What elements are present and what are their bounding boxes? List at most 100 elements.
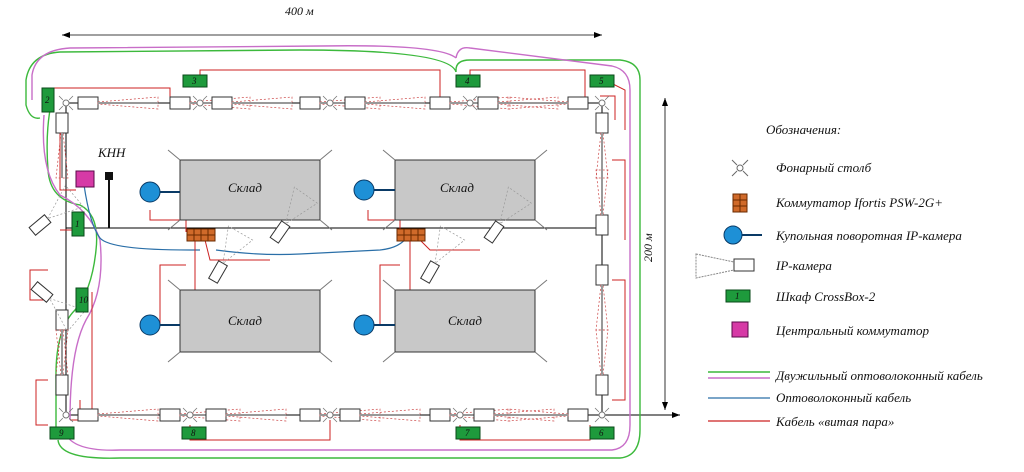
ip-camera	[419, 225, 466, 284]
knn-box	[105, 172, 113, 180]
height-label: 200 м	[641, 233, 655, 262]
crossbox-cabinets: 2 3 4 5 1 10 9 8 7 6	[41, 74, 615, 440]
ip-camera	[344, 96, 426, 110]
legend-label: Коммутатор Ifortis PSW-2G+	[775, 195, 943, 210]
warehouse-2: Склад	[382, 149, 548, 231]
ip-camera	[30, 281, 87, 333]
warehouse-label: Склад	[448, 313, 482, 328]
legend-label: Оптоволоконный кабель	[776, 390, 911, 405]
central-switch-icon	[731, 321, 749, 338]
lamp-posts	[58, 95, 610, 423]
lamp-post-icon	[462, 95, 478, 111]
crossbox-cabinet: 6	[589, 426, 615, 440]
twisted-pair-cables	[29, 69, 626, 441]
legend-label: Фонарный столб	[776, 160, 872, 175]
height-dimension: 200 м	[641, 98, 668, 410]
ip-camera	[595, 264, 609, 331]
legend-label: Шкаф CrossBox-2	[775, 289, 876, 304]
lamp-post-icon	[58, 95, 74, 111]
legend-label: Купольная поворотная IP-камера	[775, 228, 962, 243]
cabinet-number: 4	[465, 76, 470, 86]
central-switch-group: КНН	[75, 145, 126, 228]
legend-item-central: Центральный коммутатор	[731, 321, 929, 338]
crossbox-cabinet: 5	[589, 74, 615, 88]
dome-cameras	[139, 179, 395, 336]
lamp-post-icon	[322, 95, 338, 111]
legend-label: Двужильный оптоволоконный кабель	[774, 368, 983, 383]
ip-camera-icon	[695, 253, 755, 279]
ip-camera	[207, 225, 254, 284]
crossbox-cabinet: 3	[182, 74, 208, 88]
cabinet-number: 7	[465, 428, 470, 438]
lamp-post-icon	[58, 407, 74, 423]
crossbox-cabinet: 1	[71, 211, 85, 237]
ip-camera	[595, 329, 609, 396]
ip-camera	[339, 408, 421, 422]
width-dimension: 400 м	[62, 4, 602, 38]
legend-item-dome: Купольная поворотная IP-камера	[723, 225, 962, 245]
crossbox-icon	[725, 289, 751, 303]
legend-item-crossbox: 1 Шкаф CrossBox-2	[725, 289, 876, 304]
legend-item-fiber2: Двужильный оптоволоконный кабель	[708, 368, 983, 383]
fiber-twin-cable	[25, 49, 641, 459]
warehouses: Склад Склад Склад Склад	[167, 149, 548, 363]
dome-camera-icon	[723, 225, 762, 245]
ip-camera	[483, 186, 532, 244]
ip-camera	[77, 96, 159, 110]
warehouse-1: Склад	[167, 149, 333, 231]
legend-item-ipcam: IP-камера	[695, 253, 832, 279]
lamp-post-icon	[452, 407, 468, 423]
perimeter-fence	[65, 102, 680, 416]
warehouse-4: Склад	[382, 279, 548, 363]
ip-camera	[55, 112, 69, 179]
lamp-post-icon	[594, 95, 610, 111]
ip-camera	[507, 408, 589, 422]
legend-label: Центральный коммутатор	[775, 323, 929, 338]
knn-label: КНН	[97, 145, 126, 160]
ip-camera	[205, 408, 287, 422]
ip-camera	[28, 184, 85, 236]
legend-label: IP-камера	[775, 258, 832, 273]
ifortis-switch	[396, 228, 426, 242]
lamp-post-icon	[192, 95, 208, 111]
lamp-icon	[731, 159, 749, 177]
ip-camera	[595, 169, 609, 236]
ip-camera	[595, 112, 609, 179]
crossbox-cabinet: 4	[455, 74, 481, 88]
cabinet-number: 6	[599, 428, 604, 438]
ip-camera	[211, 96, 293, 110]
crossbox-badge: 1	[735, 291, 740, 301]
warehouse-label: Склад	[228, 313, 262, 328]
lamp-post-icon	[594, 407, 610, 423]
lamp-post-icon	[322, 407, 338, 423]
perimeter-ip-cameras	[28, 96, 609, 422]
crossbox-cabinet: 2	[41, 87, 55, 113]
legend-item-fiber: Оптоволоконный кабель	[708, 390, 911, 405]
dome-camera	[139, 181, 180, 203]
cabinet-number: 10	[79, 295, 89, 305]
legend-item-switch: Коммутатор Ifortis PSW-2G+	[732, 193, 943, 213]
bottom-arrow	[672, 412, 680, 418]
legend-item-utp: Кабель «витая пара»	[708, 414, 894, 429]
cabinet-number: 9	[59, 428, 64, 438]
fiber-blue-cable	[83, 184, 409, 256]
ip-camera	[507, 96, 589, 110]
legend-label: Кабель «витая пара»	[775, 414, 894, 429]
cabinet-number: 1	[75, 219, 80, 229]
lamp-post-icon	[182, 407, 198, 423]
fiber-pink-cable	[31, 45, 631, 451]
crossbox-cabinet: 8	[181, 426, 207, 440]
warehouse-3: Склад	[167, 279, 333, 363]
cabinet-number: 5	[599, 76, 604, 86]
dome-camera	[139, 314, 180, 336]
dome-camera	[353, 179, 395, 201]
ifortis-switch	[186, 228, 216, 242]
legend-item-lamp: Фонарный столб	[731, 159, 872, 177]
cabinet-number: 8	[191, 428, 196, 438]
legend-title: Обозначения:	[766, 122, 841, 137]
central-switch	[75, 170, 95, 188]
cabinet-number: 3	[191, 76, 197, 86]
ip-camera	[77, 408, 159, 422]
ifortis-switches	[186, 228, 426, 242]
